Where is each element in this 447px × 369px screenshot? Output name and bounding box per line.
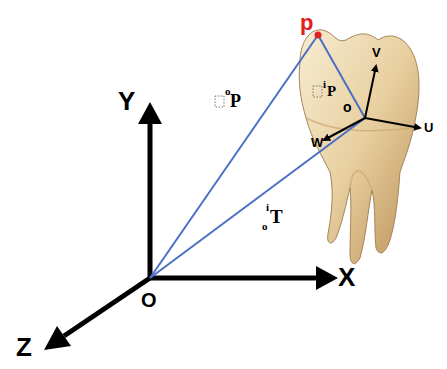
tooth-shading xyxy=(306,118,412,190)
axis-label: U xyxy=(424,121,433,134)
y-axis xyxy=(148,120,153,278)
x-axis xyxy=(150,276,318,281)
vector-oP xyxy=(150,35,318,278)
vector-iP xyxy=(318,35,365,118)
z-axis xyxy=(64,278,150,336)
axis-label: W xyxy=(311,136,323,149)
matrix-label: T xyxy=(270,207,283,226)
axis-label: X xyxy=(338,264,355,290)
dotted-box xyxy=(215,96,224,107)
point-p xyxy=(315,32,322,39)
point-label: p xyxy=(300,12,313,34)
axis-label: Y xyxy=(118,88,135,114)
z-arrow xyxy=(44,326,71,350)
x-arrow xyxy=(316,266,338,290)
axis-label: Z xyxy=(16,334,32,360)
origin-label: o xyxy=(343,100,352,114)
dotted-box xyxy=(313,86,322,97)
subscript: o xyxy=(262,221,268,232)
superscript: o xyxy=(225,86,231,97)
vector-label: P xyxy=(230,92,241,110)
vector-label: P xyxy=(327,84,336,99)
y-arrow xyxy=(138,102,162,124)
u-axis xyxy=(365,118,420,128)
superscript: i xyxy=(266,202,269,213)
origin-label: O xyxy=(141,290,157,310)
w-axis xyxy=(324,118,365,140)
v-axis xyxy=(365,66,376,118)
vector-T xyxy=(150,118,365,278)
tooth xyxy=(299,30,419,264)
axis-label: V xyxy=(372,46,381,59)
superscript: i xyxy=(323,79,326,90)
